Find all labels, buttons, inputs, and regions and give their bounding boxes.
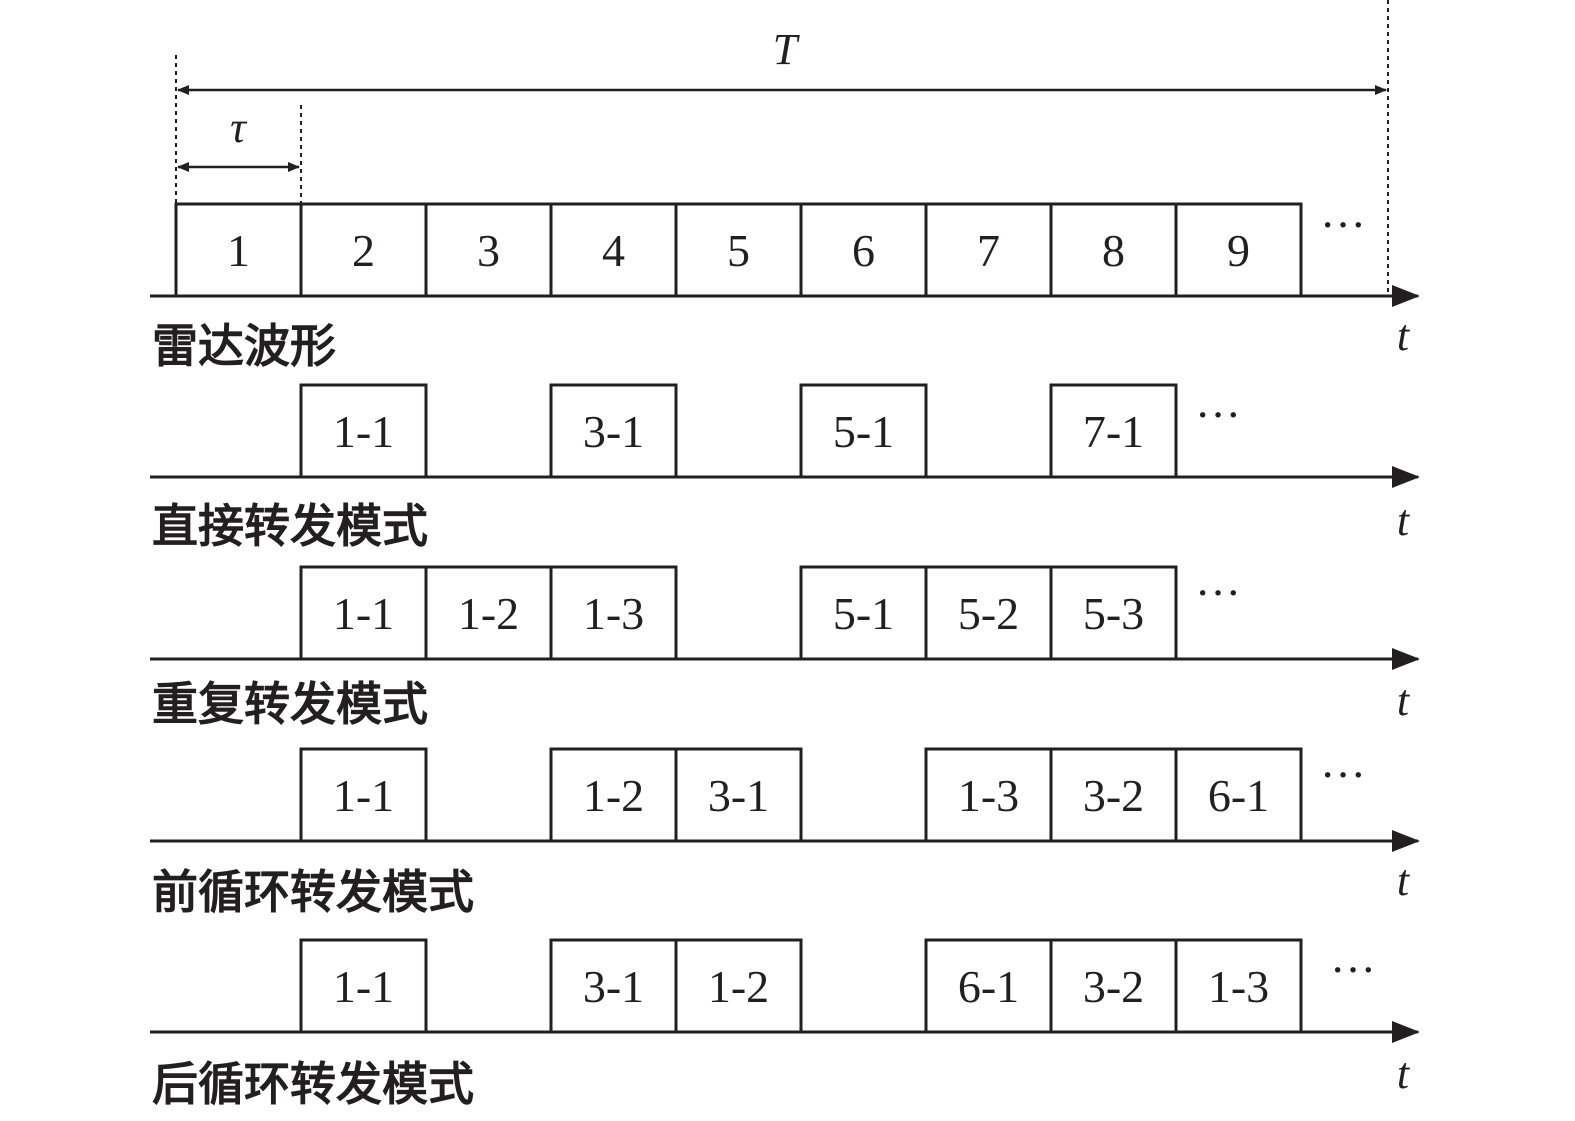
- pulse-box-label: 1-1: [333, 961, 394, 1012]
- pulse-box-label: 1-3: [958, 770, 1019, 821]
- pulse-width-label: τ: [230, 103, 248, 152]
- time-axis-label: t: [1397, 496, 1411, 545]
- pulse-box: [1174, 938, 1303, 1034]
- pulse-box: [799, 383, 928, 479]
- pulse-box-label: 3-2: [1083, 961, 1144, 1012]
- pulse-box: [299, 938, 428, 1034]
- row-label: 前循环转发模式: [152, 867, 474, 918]
- ellipsis: ···: [1195, 389, 1241, 440]
- pulse-box-label: 3: [477, 225, 500, 276]
- pulse-box-label: 3-1: [583, 406, 644, 457]
- pulse-box-label: 1-3: [583, 588, 644, 639]
- ellipsis: ···: [1320, 199, 1366, 250]
- row-label: 后循环转发模式: [152, 1059, 474, 1110]
- pulse-box: [1049, 383, 1178, 479]
- pulse-box: [549, 383, 678, 479]
- time-axis-label: t: [1397, 856, 1411, 905]
- ellipsis: ···: [1320, 749, 1366, 800]
- time-axis-label: t: [1397, 311, 1411, 360]
- pulse-box: [1049, 565, 1178, 661]
- pulse-box: [549, 565, 678, 661]
- pulse-box-label: 3-2: [1083, 770, 1144, 821]
- pulse-box-label: 8: [1102, 225, 1125, 276]
- time-axis-label: t: [1397, 676, 1411, 725]
- pulse-box-label: 6-1: [1208, 770, 1269, 821]
- pulse-box: [1174, 747, 1303, 843]
- pulse-box-label: 5-2: [958, 588, 1019, 639]
- row-label: 雷达波形: [152, 321, 336, 372]
- pulse-box-label: 3-1: [583, 961, 644, 1012]
- pulse-box-label: 1: [227, 225, 250, 276]
- pulse-box-label: 2: [352, 225, 375, 276]
- pulse-box-label: 1-2: [583, 770, 644, 821]
- row-label: 重复转发模式: [152, 679, 428, 730]
- pulse-box-label: 1-1: [333, 406, 394, 457]
- pulse-box: [1174, 202, 1303, 298]
- pulse-box-label: 6-1: [958, 961, 1019, 1012]
- pulse-box-label: 5-3: [1083, 588, 1144, 639]
- pulse-box-label: 3-1: [708, 770, 769, 821]
- pulse-box-label: 7: [977, 225, 1000, 276]
- time-axis-label: t: [1397, 1049, 1411, 1098]
- pulse-box-label: 7-1: [1083, 406, 1144, 457]
- pulse-box-label: 1-2: [708, 961, 769, 1012]
- row-label: 直接转发模式: [152, 501, 428, 552]
- pulse-box-label: 1-1: [333, 770, 394, 821]
- ellipsis: ···: [1330, 944, 1376, 995]
- pulse-box-label: 6: [852, 225, 875, 276]
- pulse-box-label: 4: [602, 225, 625, 276]
- pulse-box-label: 5: [727, 225, 750, 276]
- period-label: T: [773, 25, 801, 74]
- pulse-box-label: 1-3: [1208, 961, 1269, 1012]
- pulse-box: [299, 747, 428, 843]
- ellipsis: ···: [1195, 567, 1241, 618]
- pulse-box-label: 5-1: [833, 588, 894, 639]
- pulse-box-label: 9: [1227, 225, 1250, 276]
- pulse-box-label: 1-1: [333, 588, 394, 639]
- pulse-box: [299, 383, 428, 479]
- pulse-box: [674, 747, 803, 843]
- pulse-box-label: 5-1: [833, 406, 894, 457]
- pulse-box-label: 1-2: [458, 588, 519, 639]
- pulse-box: [674, 938, 803, 1034]
